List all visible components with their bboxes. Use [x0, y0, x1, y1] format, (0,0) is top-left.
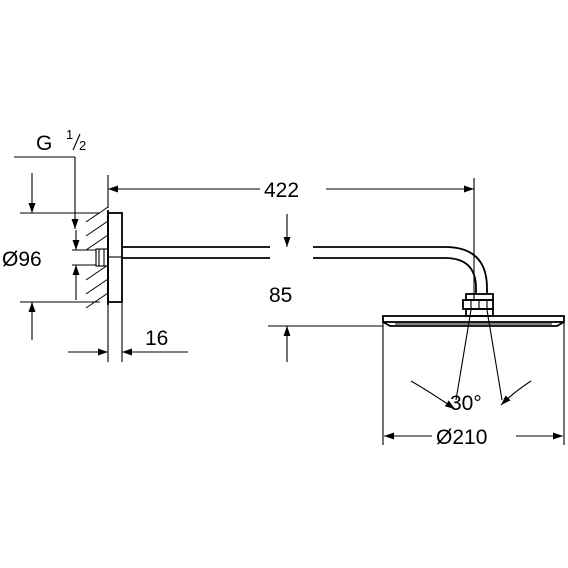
wall	[85, 206, 109, 309]
shower-arm	[122, 246, 488, 294]
thread-numerator: 1	[66, 127, 73, 142]
ball-joint	[462, 293, 494, 317]
drop-label: 85	[269, 284, 292, 307]
length-dimension	[107, 175, 475, 300]
depth-dimension	[68, 302, 188, 362]
flange-diameter-dimension	[20, 173, 100, 340]
length-label: 422	[264, 179, 299, 202]
shower-head	[382, 315, 565, 327]
thread-stub	[95, 248, 109, 267]
head-diameter-dimension	[382, 322, 565, 445]
thread-label: G	[36, 132, 52, 155]
flange-diameter-label: Ø96	[2, 248, 42, 271]
angle-dimension	[410, 380, 532, 410]
angle-label: 30°	[450, 392, 482, 415]
drop-dimension	[268, 214, 383, 362]
thread-denominator: 2	[79, 138, 86, 153]
head-diameter-label: Ø210	[436, 426, 487, 449]
thread-dimension	[14, 156, 79, 229]
depth-label: 16	[145, 327, 168, 350]
